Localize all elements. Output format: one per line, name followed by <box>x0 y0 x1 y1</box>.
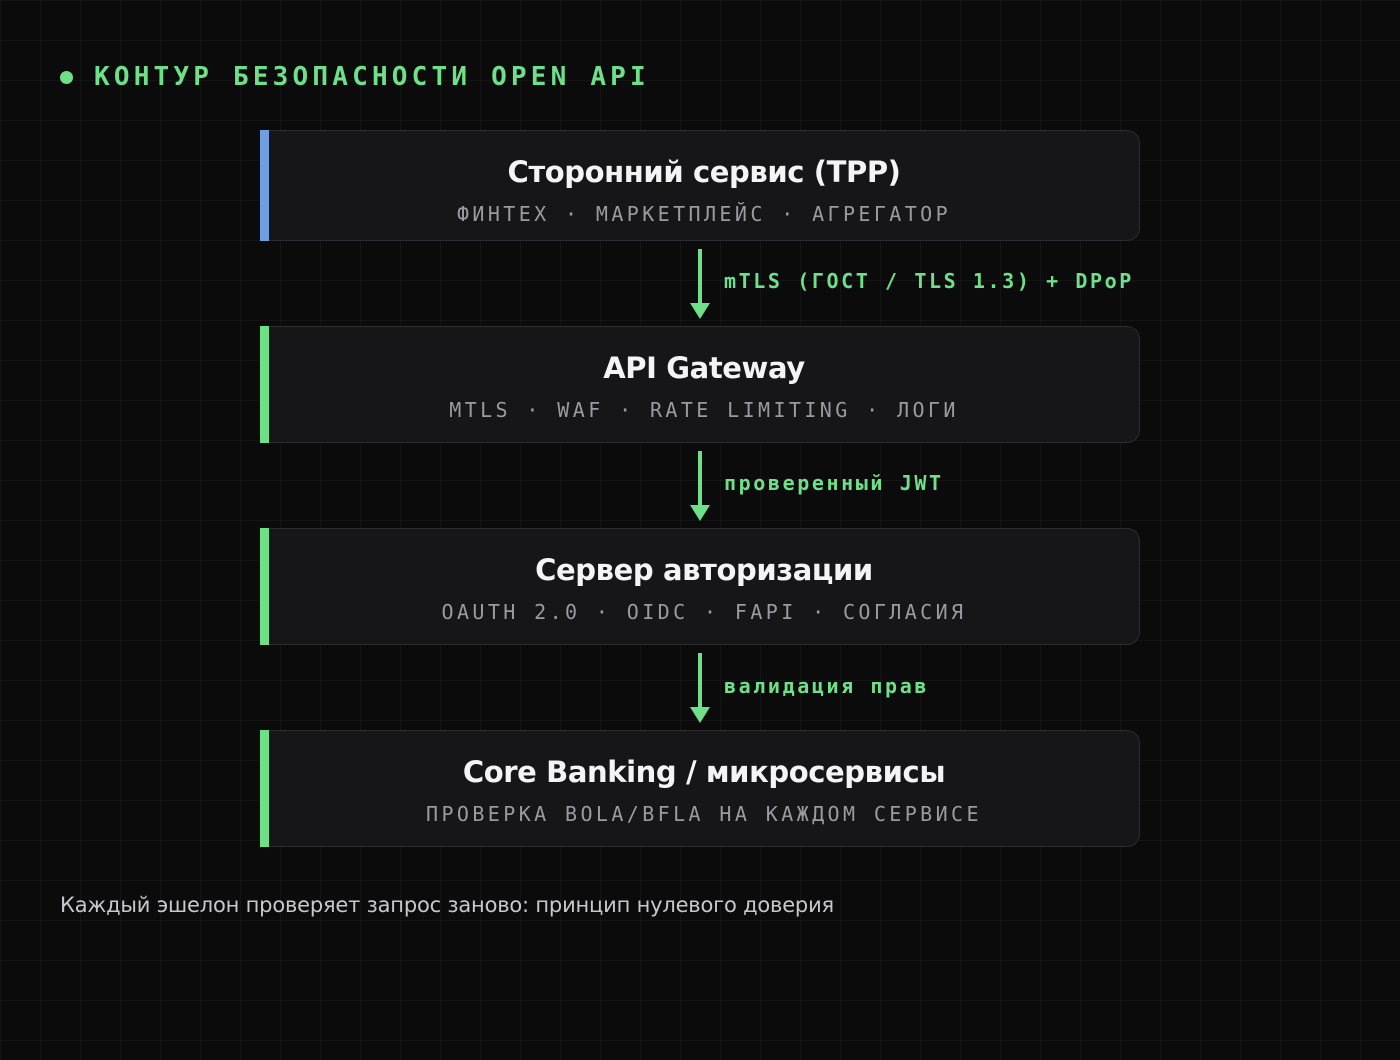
layer-box-core-banking: Core Banking / микросервисы ПРОВЕРКА BOL… <box>260 730 1140 847</box>
layer-accent-bar <box>260 326 269 443</box>
flow-arrow-icon <box>690 451 710 521</box>
layer-subtitle: MTLS · WAF · RATE LIMITING · ЛОГИ <box>449 398 959 422</box>
connection-label: проверенный JWT <box>724 471 944 495</box>
layer-title: Сторонний сервис (TPP) <box>507 155 901 189</box>
layer-subtitle: OAUTH 2.0 · OIDC · FAPI · СОГЛАСИЯ <box>441 600 967 624</box>
diagram-title: КОНТУР БЕЗОПАСНОСТИ OPEN API <box>94 62 650 92</box>
layer-box-auth-server: Сервер авторизации OAUTH 2.0 · OIDC · FA… <box>260 528 1140 645</box>
layer-title: API Gateway <box>603 351 805 385</box>
diagram-header: КОНТУР БЕЗОПАСНОСТИ OPEN API <box>60 62 650 92</box>
footer-note: Каждый эшелон проверяет запрос заново: п… <box>60 893 834 917</box>
layer-title: Core Banking / микросервисы <box>462 755 946 789</box>
layer-subtitle: ПРОВЕРКА BOLA/BFLA НА КАЖДОМ СЕРВИСЕ <box>426 802 982 826</box>
flow-arrow-icon <box>690 653 710 723</box>
connection-label: валидация прав <box>724 674 929 698</box>
flow-arrow-icon <box>690 249 710 319</box>
layer-subtitle: ФИНТЕХ · МАРКЕТПЛЕЙС · АГРЕГАТОР <box>456 202 952 226</box>
layer-title: Сервер авторизации <box>535 553 873 587</box>
layer-box-tpp: Сторонний сервис (TPP) ФИНТЕХ · МАРКЕТПЛ… <box>260 130 1140 241</box>
layer-accent-bar <box>260 130 269 241</box>
status-dot-icon <box>60 70 73 84</box>
connection-label: mTLS (ГОСТ / TLS 1.3) + DPoP <box>724 269 1134 293</box>
layer-accent-bar <box>260 730 269 847</box>
layer-box-api-gateway: API Gateway MTLS · WAF · RATE LIMITING ·… <box>260 326 1140 443</box>
layer-accent-bar <box>260 528 269 645</box>
